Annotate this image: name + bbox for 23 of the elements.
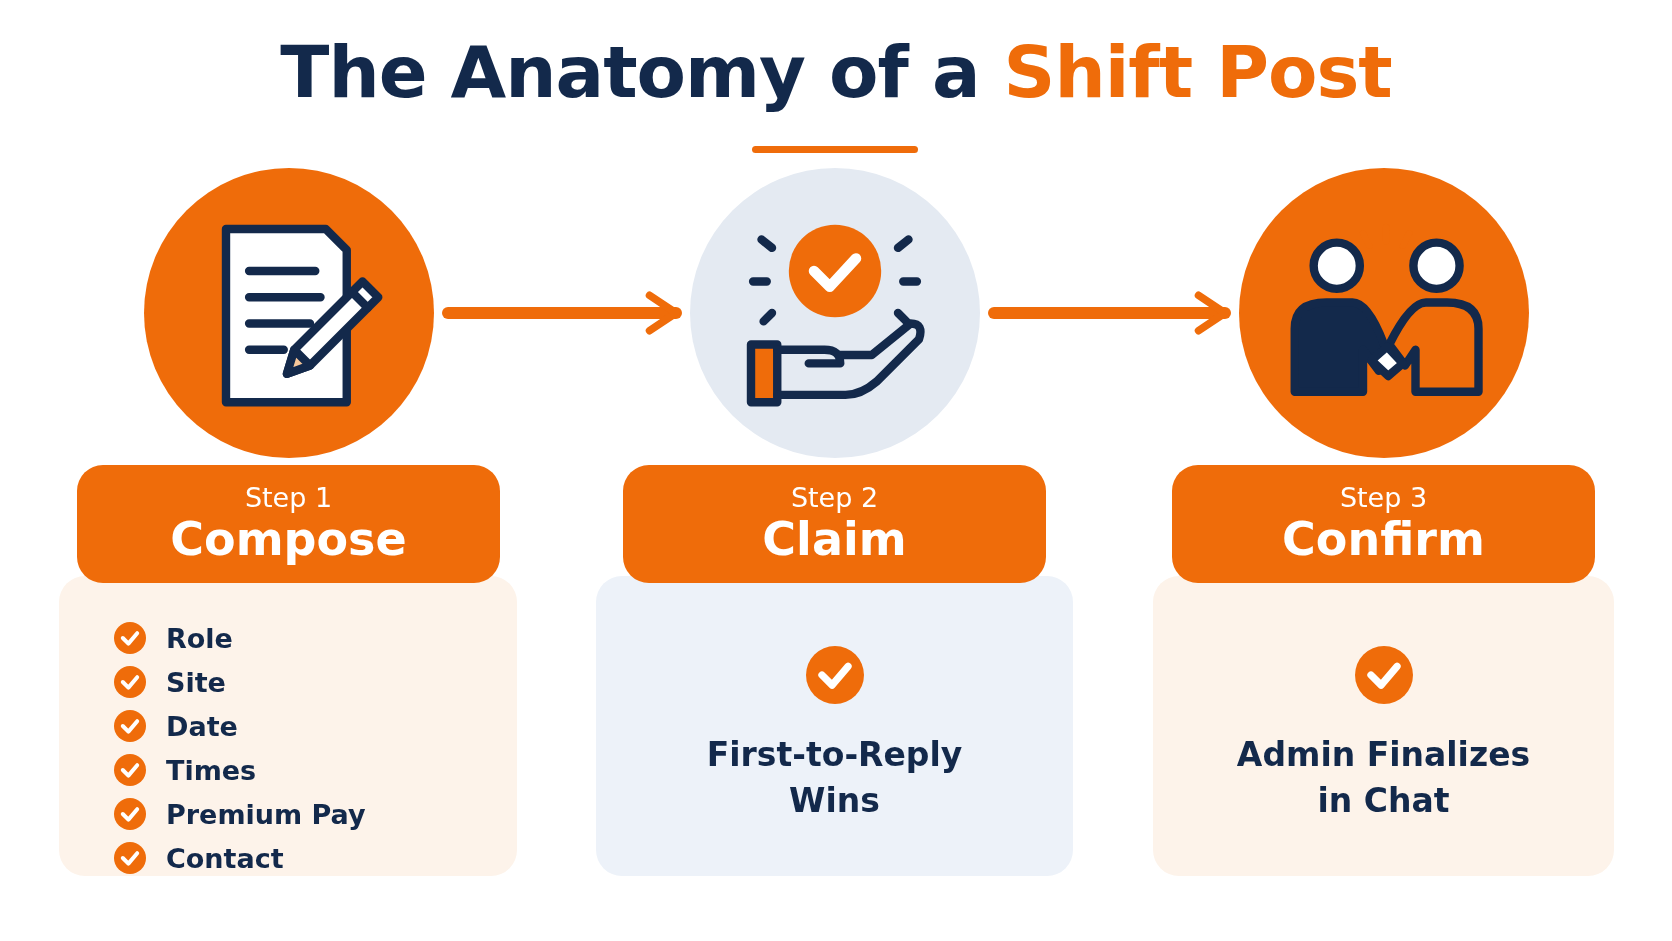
step-card (59, 576, 517, 876)
arrow (988, 291, 1231, 335)
step-header (623, 465, 1046, 583)
list-item: Premium Pay (166, 798, 366, 830)
step-number: Step 3 (1339, 482, 1428, 514)
step-title: Claim (762, 513, 907, 566)
step-header (77, 465, 500, 583)
step-card (1153, 576, 1614, 876)
step-description: Admin Finalizes in Chat (1235, 734, 1532, 823)
list-item: Role (166, 622, 233, 654)
step-description: First-to-Reply Wins (705, 734, 964, 823)
list-item: Contact (166, 842, 284, 874)
step-number: Step 1 (244, 482, 333, 514)
step-header (1172, 465, 1595, 583)
step-title: Compose (170, 513, 407, 566)
arrow (442, 291, 682, 335)
list-item: Site (166, 666, 226, 698)
title: The Anatomy of a Shift Post (279, 30, 1393, 114)
step-title: Confirm (1282, 513, 1485, 566)
list-item: Date (166, 710, 238, 742)
list-item: Times (166, 754, 257, 786)
step-number: Step 2 (790, 482, 879, 514)
step-card (596, 576, 1073, 876)
